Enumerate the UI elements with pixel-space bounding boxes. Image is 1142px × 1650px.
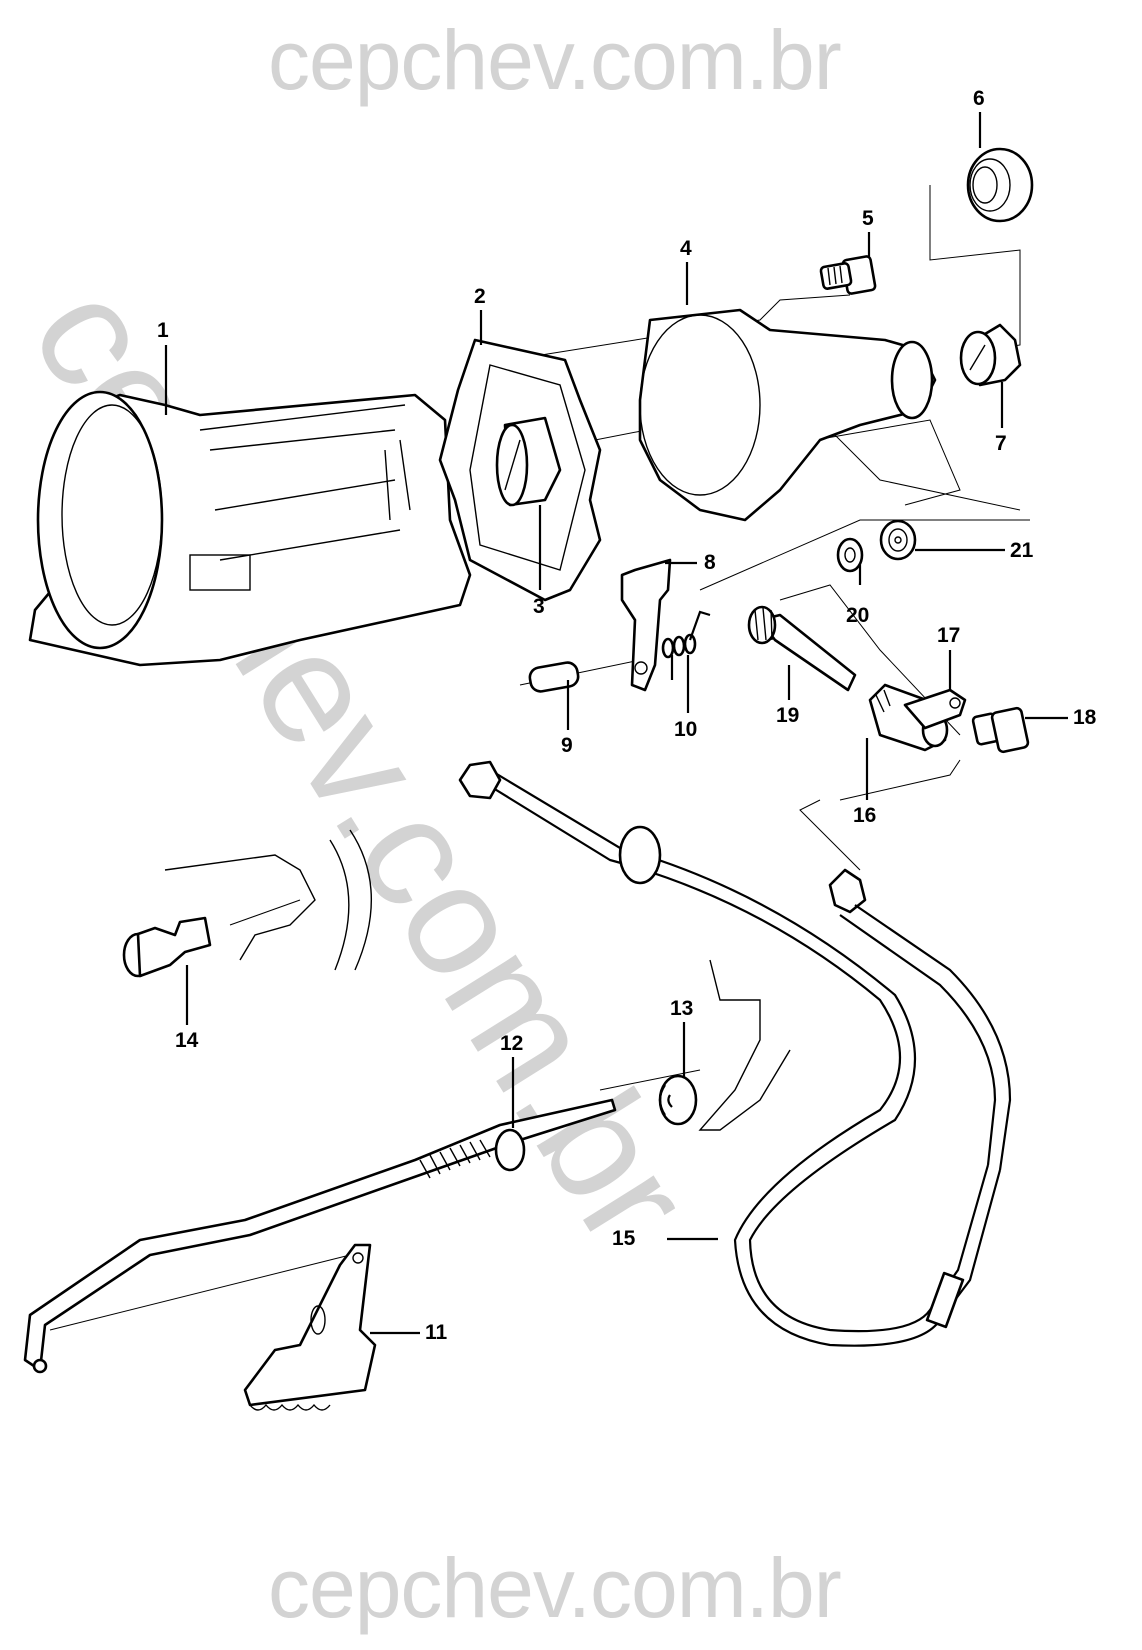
callout-15: 15	[612, 1227, 636, 1250]
leader-lines	[164, 112, 1068, 1335]
part-11-shift-bracket	[243, 1243, 377, 1411]
callout-21: 21	[1010, 539, 1034, 562]
callout-19: 19	[776, 704, 800, 727]
part-3-bushing	[495, 416, 562, 507]
part-4-extension-housing	[638, 308, 937, 522]
watermark-top: cepchev.com.br	[268, 13, 842, 107]
part-1-transmission-case	[28, 390, 472, 667]
callout-3: 3	[533, 595, 545, 618]
callout-5: 5	[862, 207, 874, 230]
callout-10: 10	[674, 718, 698, 741]
part-15-speedometer-cable	[458, 760, 1012, 1347]
callout-4: 4	[680, 237, 692, 260]
callout-12: 12	[500, 1032, 524, 1055]
part-6-oil-seal	[966, 147, 1034, 223]
callout-14: 14	[175, 1029, 199, 1052]
callout-1: 1	[157, 319, 169, 342]
part-20-washer	[836, 537, 864, 573]
part-14-plug	[122, 829, 373, 978]
callout-6: 6	[973, 87, 985, 110]
callout-16: 16	[853, 804, 877, 827]
part-7-extension-bushing	[959, 323, 1022, 387]
part-21-seal	[879, 519, 917, 561]
callout-20: 20	[846, 604, 870, 627]
part-19-driven-gear	[747, 605, 857, 692]
part-8-parking-pawl	[620, 558, 672, 692]
part-12-shift-cable	[23, 1098, 617, 1374]
part-17-retainer	[903, 688, 967, 730]
part-13-cable-clip	[658, 959, 791, 1131]
callout-9: 9	[561, 734, 573, 757]
callout-13: 13	[670, 997, 694, 1020]
part-5-plug-bolt	[819, 255, 877, 295]
callout-18: 18	[1073, 706, 1097, 729]
callout-8: 8	[704, 551, 716, 574]
watermark-bottom: cepchev.com.br	[268, 1541, 842, 1635]
part-9-pawl-shaft	[528, 661, 580, 693]
part-18-bolt	[971, 706, 1030, 754]
callout-7: 7	[995, 432, 1007, 455]
part-10-pawl-spring	[661, 610, 711, 680]
callout-2: 2	[474, 285, 486, 308]
callout-11: 11	[425, 1321, 448, 1344]
callout-17: 17	[937, 624, 961, 647]
